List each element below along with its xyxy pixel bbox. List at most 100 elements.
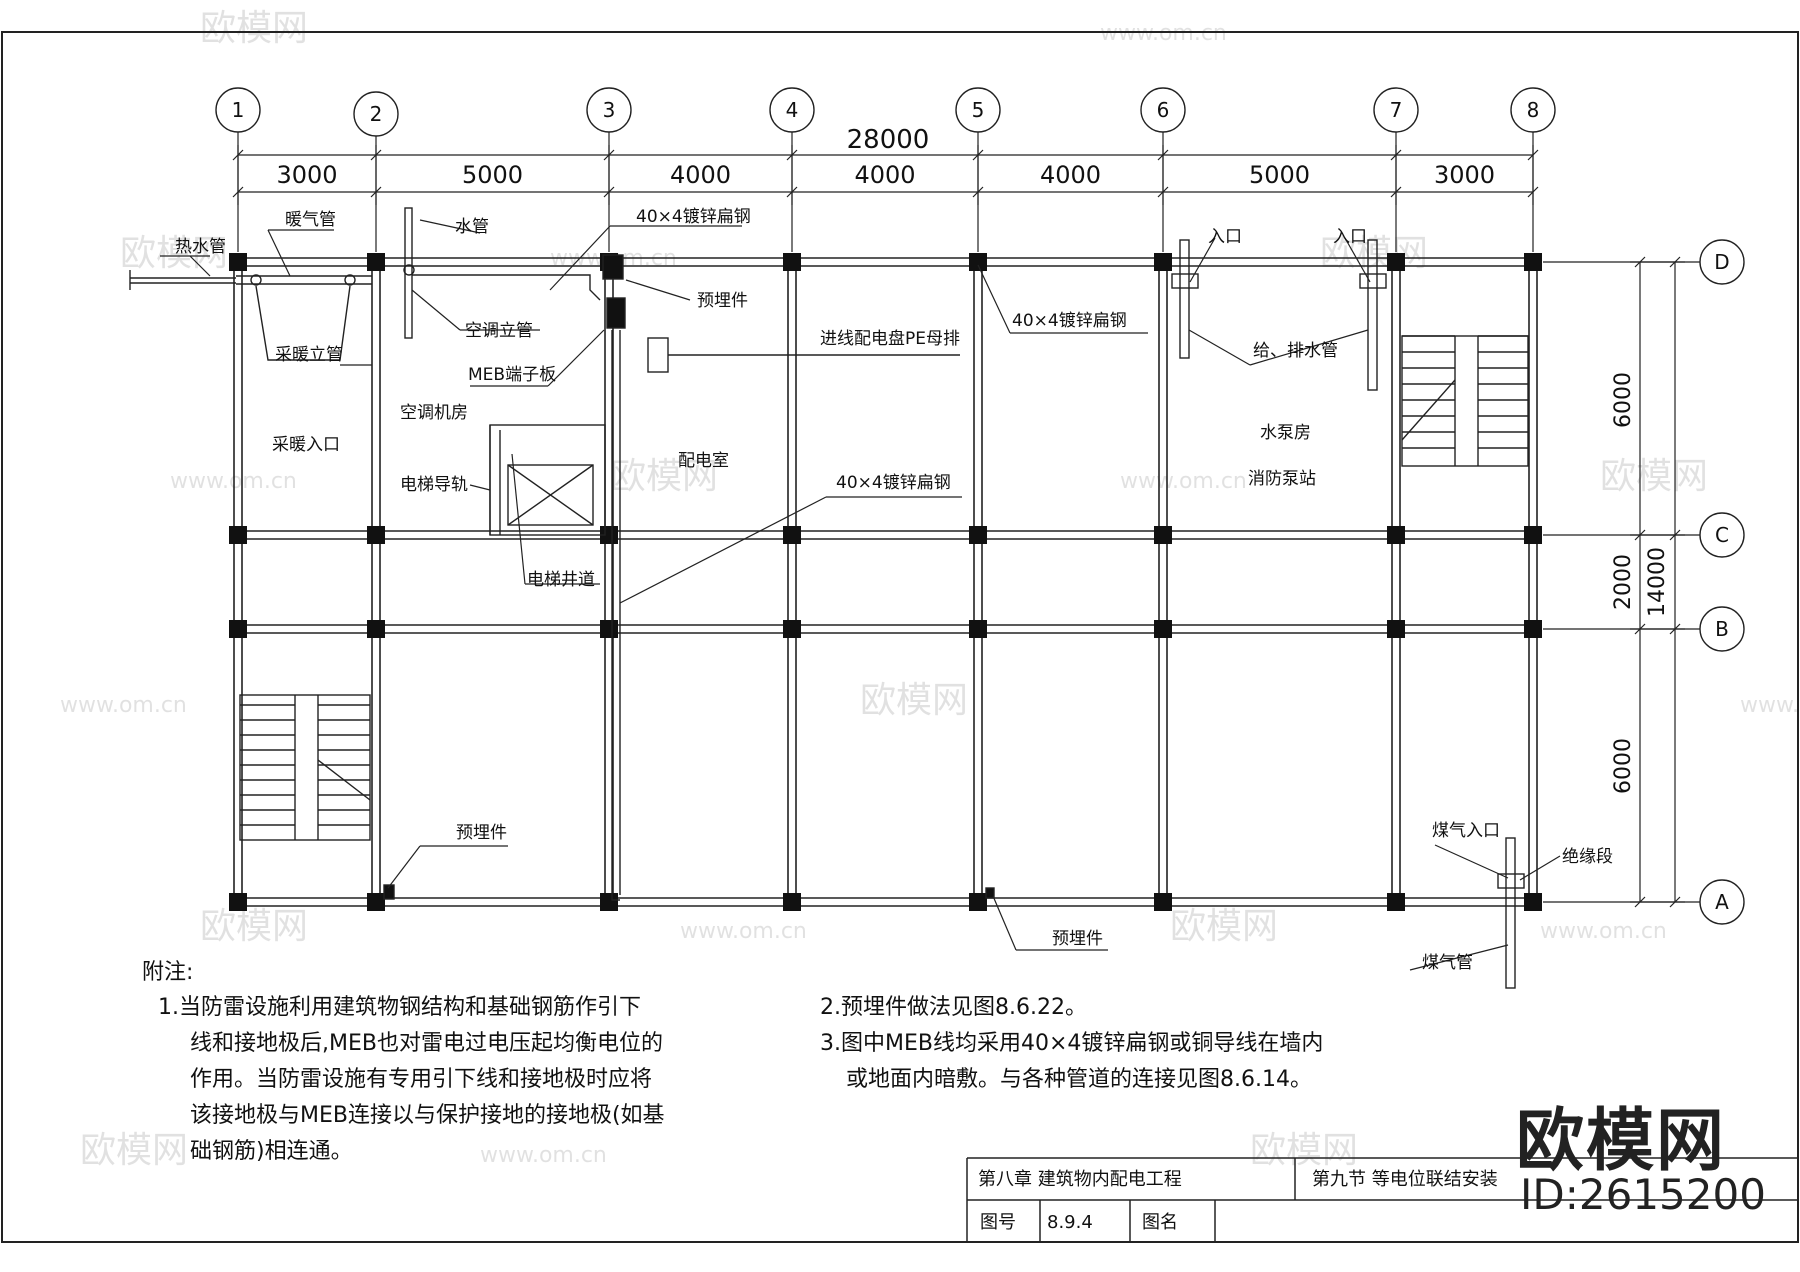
svg-text:欧模网: 欧模网 (200, 8, 308, 49)
structural-column (1524, 253, 1542, 271)
structural-column (1154, 253, 1172, 271)
label-embedded-2: 预埋件 (456, 823, 507, 843)
label-ac-riser: 空调立管 (465, 321, 533, 341)
structural-column (969, 893, 987, 911)
label-steel-diag: 40×4镀锌扁钢 (836, 473, 951, 493)
structural-column (600, 620, 618, 638)
dim-right-total: 14000 (1645, 547, 1670, 617)
svg-text:www.om.cn: www.om.cn (1120, 469, 1247, 494)
label-embedded-3: 预埋件 (1052, 929, 1103, 949)
structural-column (367, 526, 385, 544)
structural-column (1387, 893, 1405, 911)
axis-label-5: 5 (972, 98, 985, 122)
structural-column (1154, 893, 1172, 911)
structural-column (229, 253, 247, 271)
svg-text:欧模网: 欧模网 (200, 906, 308, 947)
structural-column (969, 253, 987, 271)
svg-text:www.om.cn: www.om.cn (680, 919, 807, 944)
structural-column (1387, 526, 1405, 544)
axis-label-4: 4 (786, 98, 799, 122)
label-embedded-1: 预埋件 (697, 291, 748, 311)
dim-span-3: 4000 (670, 161, 731, 189)
note-1-line-1: 1.当防雷设施利用建筑物钢结构和基础钢筋作引下 (158, 995, 641, 1020)
axis-label-7: 7 (1390, 98, 1403, 122)
label-gas-entry: 煤气入口 (1432, 821, 1500, 841)
axis-label-3: 3 (603, 98, 616, 122)
svg-text:www.om.cn: www.om.cn (480, 1143, 607, 1168)
svg-text:www.om.cn: www.om.cn (60, 693, 187, 718)
dim-right-1: 6000 (1611, 372, 1636, 428)
structural-column (1524, 526, 1542, 544)
note-1-line-2: 线和接地极后,MEB也对雷电过电压起均衡电位的 (190, 1031, 663, 1056)
structural-column (1387, 253, 1405, 271)
watermark-pattern: 欧模网 www.om.cn 欧模网 www.om.cn 欧模网 www.om.cn 欧模网 w… (60, 8, 1800, 1171)
axis-label-C: C (1715, 523, 1729, 547)
svg-text:欧模网: 欧模网 (860, 680, 968, 721)
svg-text:欧模网: 欧模网 (1170, 906, 1278, 947)
structural-column (600, 893, 618, 911)
axis-label-1: 1 (232, 98, 245, 122)
dim-total: 28000 (847, 125, 930, 155)
structural-column (1524, 893, 1542, 911)
label-gas-pipe: 煤气管 (1422, 953, 1473, 973)
dim-span-6: 5000 (1249, 161, 1310, 189)
dimension-lines (232, 145, 1685, 908)
label-pe-bar: 进线配电盘PE母排 (820, 329, 960, 349)
svg-text:欧模网: 欧模网 (80, 1130, 188, 1171)
axis-label-6: 6 (1157, 98, 1170, 122)
note-1-line-5: 础钢筋)相连通。 (190, 1139, 353, 1164)
label-heating-entry: 采暖入口 (272, 435, 340, 455)
title-chapter: 第八章 建筑物内配电工程 (978, 1169, 1182, 1190)
note-2: 2.预埋件做法见图8.6.22。 (820, 995, 1087, 1020)
structural-column (783, 620, 801, 638)
dim-span-7: 3000 (1434, 161, 1495, 189)
note-3-line-2: 或地面内暗敷。与各种管道的连接见图8.6.14。 (846, 1067, 1312, 1092)
label-fire-pump: 消防泵站 (1248, 469, 1316, 489)
label-elevator-shaft: 电梯井道 (527, 570, 595, 590)
label-steel-top: 40×4镀锌扁钢 (636, 207, 751, 227)
axis-label-D: D (1714, 250, 1729, 274)
label-entrance-1: 入口 (1208, 227, 1242, 247)
columns (229, 253, 1542, 911)
structural-column (367, 893, 385, 911)
structural-column (1154, 526, 1172, 544)
svg-text:www.om.cn: www.om.cn (1740, 693, 1800, 718)
title-block (966, 1157, 1798, 1242)
dim-span-5: 4000 (1040, 161, 1101, 189)
watermark-id: ID:2615200 (1520, 1170, 1766, 1219)
svg-text:欧模网: 欧模网 (1250, 1130, 1358, 1171)
label-entrance-2: 入口 (1333, 227, 1367, 247)
note-3-line-1: 3.图中MEB线均采用40×4镀锌扁钢或铜导线在墙内 (820, 1031, 1324, 1056)
axis-label-2: 2 (370, 102, 383, 126)
title-drawing-no: 8.9.4 (1047, 1212, 1093, 1233)
room-and-pipe-labels: 热水管 暖气管 水管 40×4镀锌扁钢 预埋件 空调立管 采暖立管 MEB端子板… (175, 207, 1613, 973)
structural-column (1524, 620, 1542, 638)
axis-label-8: 8 (1527, 98, 1540, 122)
svg-text:www.om.cn: www.om.cn (1100, 21, 1227, 46)
structural-column (783, 253, 801, 271)
structural-column (969, 526, 987, 544)
pipes-and-equipment (129, 207, 1529, 989)
svg-text:欧模网: 欧模网 (120, 233, 228, 274)
dim-right-2: 2000 (1611, 554, 1636, 610)
label-ac-room: 空调机房 (400, 403, 468, 423)
watermark-brand-logo: 欧模网 (1516, 1102, 1727, 1181)
structural-column (783, 526, 801, 544)
label-heating-riser: 采暖立管 (275, 345, 343, 365)
dim-span-2: 5000 (462, 161, 523, 189)
axis-label-B: B (1715, 617, 1729, 641)
sheet-border (1, 31, 1799, 1243)
dim-span-4: 4000 (854, 161, 915, 189)
title-drawing-name-label: 图名 (1142, 1212, 1178, 1233)
svg-text:欧模网: 欧模网 (1600, 456, 1708, 497)
structural-column (229, 620, 247, 638)
label-insulation: 绝缘段 (1562, 847, 1613, 867)
notes-heading: 附注: (142, 960, 194, 985)
label-meb-board: MEB端子板 (468, 365, 556, 385)
label-hot-water-pipe: 热水管 (175, 237, 226, 257)
svg-text:欧模网: 欧模网 (610, 456, 718, 497)
structural-column (1387, 620, 1405, 638)
label-pump-room: 水泵房 (1260, 423, 1311, 443)
